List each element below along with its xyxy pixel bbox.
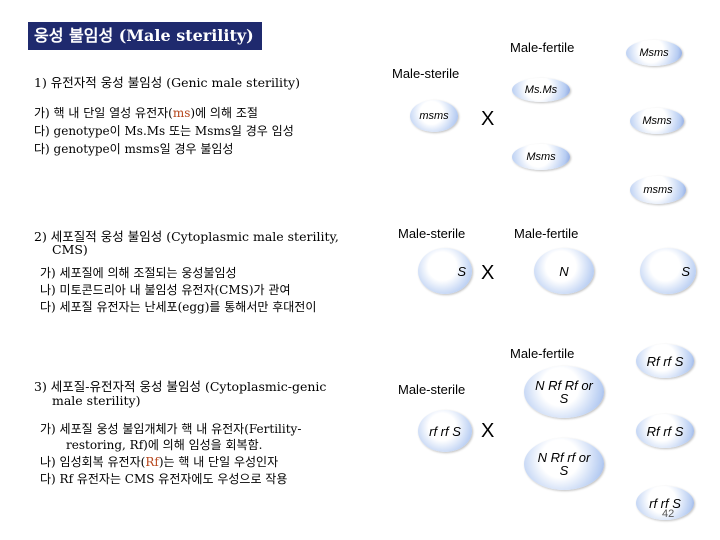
genotype-label: Ms.Ms: [524, 83, 558, 96]
genotype-label: N: [559, 263, 569, 279]
genotype-label: N Rf Rf or S: [535, 378, 593, 406]
line-text: )에 의해 조절: [190, 106, 258, 120]
genotype-label: Msms: [526, 150, 556, 163]
label-male-sterile: Male-sterile: [398, 226, 466, 241]
parent-fertile-ellipse-2: N Rf rf or S: [524, 438, 604, 490]
cross-symbol: X: [481, 262, 495, 284]
genotype-label: msms: [643, 183, 673, 196]
parent-fertile-ellipse: N: [534, 248, 594, 294]
section1-heading: 1) 유전자적 웅성 불임성 (Genic male sterility): [34, 75, 300, 90]
genotype-label: Msms: [639, 46, 669, 59]
cross-symbol: X: [481, 420, 495, 442]
slide-title: 웅성 불임성 (Male sterility): [28, 22, 262, 50]
offspring-ellipse-1: Rf rf S: [636, 344, 694, 378]
line-text: 가) 핵 내 단일 열성 유전자(: [34, 106, 173, 120]
genotype-label: N Rf rf or S: [537, 450, 591, 478]
genotype-label: S: [457, 263, 466, 279]
genotype-label: rf rf S: [649, 495, 681, 511]
section2-line-2: 나) 미토콘드리아 내 불임성 유전자(CMS)가 관여: [40, 283, 291, 297]
genotype-label: Msms: [642, 114, 672, 127]
genotype-label: Rf rf S: [646, 423, 684, 439]
genotype-label: msms: [419, 109, 449, 122]
line-text: )는 핵 내 단일 우성인자: [158, 455, 279, 469]
section1-line-3: 다) genotype이 msms일 경우 불임성: [34, 142, 234, 156]
line-text: 나) 임성회복 유전자(: [40, 455, 146, 469]
section3-line-1: 가) 세포질 웅성 불임개체가 핵 내 유전자(Fertility-: [40, 422, 302, 436]
section3-line-3: 나) 임성회복 유전자(Rf)는 핵 내 단일 우성인자: [40, 455, 278, 470]
parent-sterile-ellipse: rf rf S: [418, 410, 472, 452]
genotype-label: rf rf S: [429, 423, 461, 439]
section2-heading-cont: CMS): [52, 242, 88, 257]
label-male-fertile: Male-fertile: [510, 40, 575, 55]
offspring-ellipse-3: rf rf S: [636, 486, 694, 520]
genotype-label: S: [681, 263, 690, 279]
offspring-ellipse-1: Ms.Ms: [512, 78, 570, 102]
offspring-ellipse-2: Rf rf S: [636, 414, 694, 448]
section2-line-3: 다) 세포질 유전자는 난세포(egg)를 통해서만 후대전이: [40, 300, 317, 314]
section3-heading-cont: male sterility): [52, 393, 141, 408]
cross-symbol: X: [481, 108, 495, 130]
highlight-text: Rf: [145, 455, 159, 469]
page-number: 42: [662, 508, 675, 520]
label-male-sterile: Male-sterile: [392, 66, 460, 81]
section2-line-1: 가) 세포질에 의해 조절되는 웅성불임성: [40, 266, 237, 280]
parent-fertile-ellipse-1: N Rf Rf or S: [524, 366, 604, 418]
section1-line-1: 가) 핵 내 단일 열성 유전자(ms)에 의해 조절: [34, 106, 258, 121]
highlight-text: ms: [172, 106, 191, 120]
offspring-ellipse-4: msms: [630, 176, 686, 204]
label-male-fertile: Male-fertile: [510, 346, 575, 361]
offspring-ellipse: S: [640, 248, 696, 294]
section2-heading: 2) 세포질적 웅성 불임성 (Cytoplasmic male sterili…: [34, 229, 339, 244]
genotype-label: Rf rf S: [646, 353, 684, 369]
parent-sterile-ellipse: S: [418, 248, 472, 294]
section3-heading: 3) 세포질-유전자적 웅성 불임성 (Cytoplasmic-genic: [34, 379, 327, 394]
section3-line-4: 다) Rf 유전자는 CMS 유전자에도 우성으로 작용: [40, 472, 288, 486]
label-male-fertile: Male-fertile: [514, 226, 579, 241]
parent-fertile-ellipse: Msms: [626, 40, 682, 66]
offspring-ellipse-3: Msms: [512, 144, 570, 170]
parent-sterile-ellipse: msms: [410, 100, 458, 132]
label-male-sterile: Male-sterile: [398, 382, 466, 397]
offspring-ellipse-2: Msms: [630, 108, 684, 134]
section1-line-2: 다) genotype이 Ms.Ms 또는 Msms일 경우 임성: [34, 124, 294, 138]
section3-line-2: restoring, Rf)에 의해 임성을 회복함.: [66, 438, 263, 452]
